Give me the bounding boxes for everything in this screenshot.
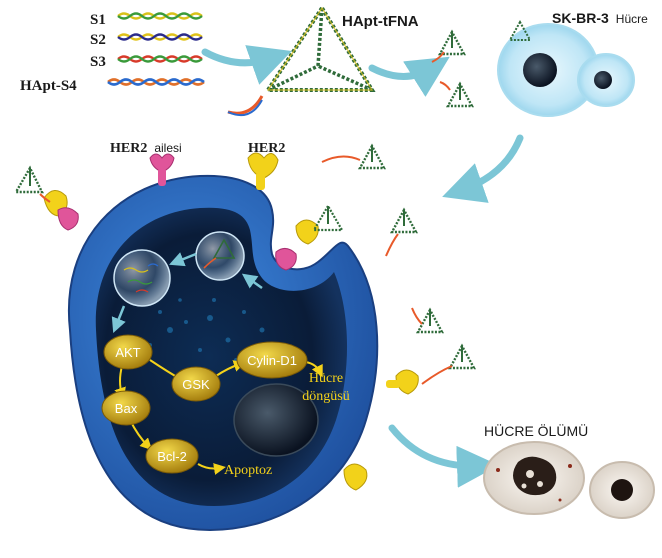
strand-s3-a: [117, 55, 203, 63]
skbr3-bound-tetra: [508, 19, 532, 41]
receptor-dimer-left: [13, 165, 79, 231]
receptor-her2-bottom: [343, 463, 368, 491]
strand-s3-b: [117, 55, 203, 63]
free-tetra-4: [421, 343, 477, 385]
dead-cell-debris: [496, 464, 572, 502]
tetra-inner: [266, 6, 374, 91]
skbr3-nucleus-small: [594, 71, 612, 89]
strand-label-s1: S1: [90, 12, 106, 28]
cell-nucleus: [233, 383, 319, 457]
arrow-death: [388, 424, 499, 488]
strand-label-s2: S2: [90, 32, 106, 48]
node-akt: AKT: [103, 334, 153, 370]
strand-row-hapt-s4: HApt-S4: [20, 78, 205, 94]
small-tetra-1: [431, 29, 467, 63]
strand-label-hapt-s4: HApt-S4: [20, 78, 77, 94]
arrow-bcl2-apoptosis: [197, 463, 226, 475]
strand-label-s3: S3: [90, 54, 106, 70]
arrow-binding: [442, 134, 524, 203]
pathway: AKT GSK Cylin-D1 Bax Bcl-2 Hücre döngüsü…: [101, 334, 350, 478]
label-skbr3-rest: Hücre: [616, 12, 648, 26]
outcome-cell-cycle-line1: Hücre: [309, 371, 343, 386]
receptor-her2-top: HER2: [247, 141, 285, 190]
node-bcl2: Bcl-2: [145, 438, 199, 474]
strand-s2-b: [117, 33, 203, 41]
endosome-large-contents: [123, 263, 159, 293]
dead-nucleus-fragments: [521, 470, 543, 489]
node-bax: Bax: [101, 390, 151, 426]
dead-nucleus-small: [611, 479, 633, 501]
node-bcl2-label: Bcl-2: [157, 449, 187, 464]
label-cell-death: HÜCRE ÖLÜMÜ: [484, 422, 588, 439]
node-cylin-d1: Cylin-D1: [236, 341, 308, 379]
strand-row-s1: S1: [90, 12, 203, 28]
label-hapt-tfna: HApt-tFNA: [342, 13, 419, 30]
cytoplasm-texture: [148, 298, 265, 362]
receptor-her2-right: [386, 369, 419, 395]
arrow-assembly: [201, 45, 292, 85]
endosome-tetra: [212, 238, 236, 259]
skbr3-nucleus-large: [523, 53, 557, 87]
endosome-large: [113, 249, 171, 307]
strand-s4-b: [107, 78, 205, 86]
strand-s2-a: [117, 33, 203, 41]
strand-row-s3: S3: [90, 54, 203, 70]
node-gsk: GSK: [171, 366, 221, 402]
skbr3-cells: SK-BR-3 Hücre: [497, 10, 648, 117]
node-bax-label: Bax: [115, 401, 138, 416]
arrow-endosome: [169, 252, 197, 267]
label-her2: HER2: [248, 141, 285, 156]
tetra-edge-2: [267, 64, 319, 92]
arrow-release: [111, 305, 126, 333]
node-gsk-label: GSK: [182, 377, 210, 392]
small-tetra-2: [439, 81, 475, 108]
outcome-cell-cycle-line2: döngüsü: [302, 389, 349, 404]
free-tetra-3: [411, 307, 445, 334]
label-her2-family-bold: HER2: [110, 141, 147, 156]
arrow-targeting: [368, 56, 450, 97]
label-her2-family: HER2 ailesi: [110, 139, 182, 156]
receptor-her2-family: HER2 ailesi: [110, 139, 182, 186]
receptor-dimer-pit: [275, 203, 344, 271]
label-skbr3-bold: SK-BR-3: [552, 10, 609, 26]
tetra-edge-1: [316, 7, 324, 67]
node-cylin-d1-label: Cylin-D1: [247, 353, 297, 368]
label-her2-family-rest: ailesi: [154, 141, 181, 155]
label-skbr3: SK-BR-3 Hücre: [552, 10, 648, 27]
outcome-apoptosis: Apoptoz: [224, 463, 272, 478]
free-tetra-1: [321, 143, 387, 170]
dead-cells: HÜCRE ÖLÜMÜ: [483, 422, 655, 519]
endosome-small: [195, 231, 245, 281]
arrow-cylin-cycle: [305, 361, 323, 378]
node-akt-label: AKT: [115, 345, 140, 360]
aptamer-tail: [227, 95, 264, 115]
endosome-tetra-tail: [203, 257, 217, 269]
strand-row-s2: S2: [90, 32, 203, 48]
aptamer-tail-b: [227, 99, 263, 116]
hapt-tfna-structure: HApt-tFNA: [227, 4, 419, 116]
strand-s1-b: [117, 12, 203, 20]
strand-s1-a: [117, 12, 203, 20]
arrow-internalize: [241, 273, 263, 290]
free-tetra-2: [385, 207, 419, 257]
